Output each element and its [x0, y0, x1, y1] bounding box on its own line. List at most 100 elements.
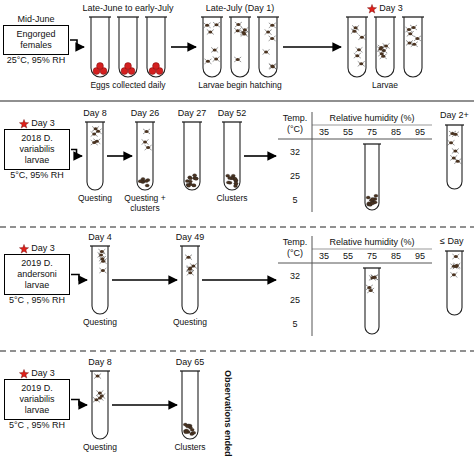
tick-leg [212, 33, 214, 35]
tube-drawing [179, 244, 201, 316]
node-text: 25 [278, 171, 312, 182]
tick-leg [100, 259, 102, 261]
tick-leg [452, 148, 454, 150]
tick-larva [412, 26, 416, 29]
tick-larva [454, 255, 458, 258]
tick-leg [235, 22, 237, 24]
tick-leg [239, 60, 241, 62]
tick-leg [268, 49, 270, 51]
row-separator [0, 350, 474, 351]
egg-mass [97, 63, 104, 70]
tick-leg [274, 23, 276, 25]
tube-rim [85, 121, 105, 122]
test-tube [92, 246, 108, 314]
tick-leg [416, 42, 418, 44]
tick-leg [240, 34, 242, 36]
tick-leg [371, 278, 373, 280]
tick-leg [103, 249, 105, 251]
node-text: Questing [173, 317, 207, 327]
condition-table: Temp. (°C)Relative humidity (%)355575859… [278, 236, 432, 336]
start-star [19, 119, 29, 129]
tick-leg [357, 25, 359, 27]
node-text: Mid-June [17, 14, 54, 25]
day-label: ≤ Day [440, 236, 463, 247]
tick-leg [190, 255, 192, 257]
tick-leg [96, 399, 98, 401]
tick-leg [455, 155, 457, 157]
tick-larva [92, 141, 96, 144]
tick-leg [142, 143, 144, 145]
tick-leg [99, 377, 101, 379]
flow-arrow [283, 46, 341, 48]
tick-leg [234, 32, 236, 34]
tick-leg [450, 159, 452, 161]
tick-leg [274, 68, 276, 70]
tick-leg [372, 288, 374, 290]
tube-group: Day 8Questing [75, 357, 125, 452]
tick-leg [376, 278, 378, 280]
node-text: Relative humidity (%) [312, 113, 432, 124]
tick-leg [457, 258, 459, 260]
tube-rim [445, 250, 464, 251]
tick-leg [360, 47, 362, 49]
tick-leg [204, 59, 206, 61]
flow-arrow [244, 155, 276, 157]
tube-group: Day 49Questing [165, 232, 215, 327]
tube-drawing [198, 15, 282, 79]
star-shape [368, 4, 377, 13]
tick-cluster [138, 180, 142, 183]
tick-larva [143, 140, 147, 143]
tick-leg [187, 274, 189, 276]
tick-leg [100, 132, 102, 134]
table-rule [312, 112, 313, 212]
box-outline: 2019 D. variabilis larvae [4, 379, 70, 420]
tick-leg [239, 28, 241, 30]
tick-larva [379, 48, 383, 51]
tick-leg [376, 278, 378, 280]
tick-larva [145, 130, 149, 133]
tick-leg [190, 263, 192, 265]
tick-larva [94, 127, 98, 130]
test-tube [182, 246, 198, 314]
tick-larva [208, 30, 212, 33]
tick-leg [211, 51, 213, 53]
tube-rim [374, 16, 396, 17]
tick-larva [99, 253, 103, 256]
tick-leg [454, 131, 456, 133]
tick-leg [96, 144, 98, 146]
tick-leg [457, 254, 459, 256]
test-tube [87, 122, 103, 190]
tick-leg [411, 40, 413, 42]
tick-leg [448, 140, 450, 142]
tick-leg [363, 61, 365, 63]
flow-arrow [70, 40, 84, 47]
tick-leg [274, 26, 276, 28]
node-text: Eggs collected daily [90, 80, 165, 90]
tick-leg [458, 263, 460, 265]
tick-leg [269, 64, 271, 66]
tick-leg [459, 162, 461, 164]
tick-leg [98, 252, 100, 254]
flow-arrow [171, 46, 196, 48]
tick-leg [240, 22, 242, 24]
test-tube [404, 17, 422, 77]
tick-leg [455, 272, 457, 274]
tube-rim [180, 370, 200, 371]
tick-larva [456, 160, 460, 163]
node-text: Clusters [174, 442, 205, 452]
tick-larva [360, 36, 364, 39]
tick-leg [105, 259, 107, 261]
tick-leg [212, 29, 214, 31]
test-tube [365, 268, 379, 334]
tick-leg [405, 27, 407, 29]
tick-larva [242, 32, 246, 35]
tick-leg [452, 254, 454, 256]
tick-leg [246, 31, 248, 33]
tick-leg [416, 45, 418, 47]
tick-leg [453, 267, 455, 269]
tick-leg [101, 395, 103, 397]
tick-leg [185, 255, 187, 257]
tube-drawing [221, 120, 243, 192]
tick-leg [385, 54, 387, 56]
tube-group: Day 8Questing [70, 108, 120, 203]
